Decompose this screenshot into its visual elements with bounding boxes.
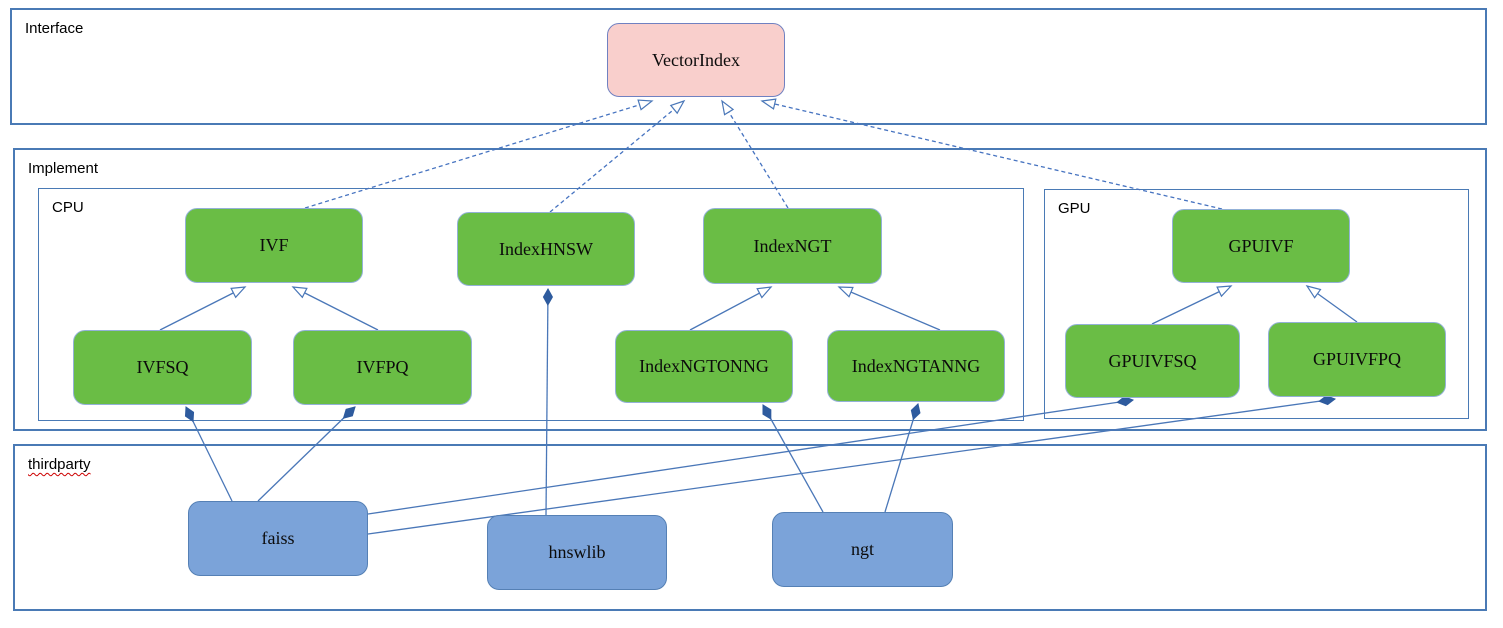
- node-indexngt-label: IndexNGT: [753, 235, 832, 256]
- cpu-container: CPU: [38, 188, 1024, 421]
- thirdparty-container: thirdparty: [13, 444, 1487, 611]
- node-gpuivfpq: GPUIVFPQ: [1268, 322, 1446, 397]
- edge-gpuivfpq-gpuivf: [1305, 285, 1358, 323]
- edge-indexngtanng-indexngt: [837, 286, 941, 331]
- node-gpuivfpq-label: GPUIVFPQ: [1312, 349, 1402, 369]
- edge-ivfpq-ivf: [291, 286, 379, 331]
- edge-faiss-ivfsq: [184, 406, 233, 502]
- edge-ngt-indexngtonng: [762, 404, 824, 513]
- edge-ivf-vectorindex: [304, 99, 654, 209]
- edge-faiss-gpuivfsq: [367, 396, 1135, 515]
- node-indexhnsw-label: IndexHNSW: [499, 238, 593, 259]
- node-vectorindex-label: VectorIndex: [652, 49, 740, 70]
- node-faiss: faiss: [188, 501, 368, 576]
- node-ivfsq: IVFSQ: [73, 330, 252, 405]
- node-gpuivfsq-label: GPUIVFSQ: [1108, 350, 1197, 371]
- edge-faiss-ivfpq: [257, 406, 356, 502]
- edge-gpuivf-vectorindex: [760, 98, 1223, 210]
- interface-container: Interface: [10, 8, 1487, 125]
- node-indexngt: IndexNGT: [703, 208, 882, 284]
- edge-gpuivfsq-gpuivf: [1151, 285, 1233, 325]
- edge-ivfsq-ivf: [159, 286, 247, 331]
- edge-ngt-indexngtanng: [884, 403, 921, 513]
- node-indexngtanng-label: IndexNGTANNG: [851, 355, 981, 376]
- implement-container-label: Implement: [28, 160, 99, 177]
- node-hnswlib: hnswlib: [487, 515, 667, 590]
- implement-container: Implement: [13, 148, 1487, 431]
- node-ivfsq-label: IVFSQ: [136, 357, 189, 377]
- node-gpuivfsq: GPUIVFSQ: [1065, 324, 1240, 398]
- edge-indexhnsw-vectorindex: [549, 99, 686, 213]
- node-indexngtonng-label: IndexNGTONNG: [639, 356, 769, 376]
- interface-container-label: Interface: [25, 20, 84, 37]
- node-hnswlib-label: hnswlib: [548, 542, 606, 562]
- node-ivf: IVF: [185, 208, 363, 283]
- node-indexngtanng: IndexNGTANNG: [827, 330, 1005, 402]
- node-gpuivf: GPUIVF: [1172, 209, 1350, 283]
- node-vectorindex: VectorIndex: [607, 23, 785, 97]
- edge-faiss-gpuivfpq: [367, 395, 1337, 535]
- edge-indexngt-vectorindex: [721, 99, 789, 209]
- node-ivfpq-label: IVFPQ: [356, 357, 409, 377]
- node-indexhnsw: IndexHNSW: [457, 212, 635, 286]
- gpu-container: GPU: [1044, 189, 1469, 419]
- edge-hnswlib-indexhnsw: [542, 287, 554, 516]
- edge-indexngtonng-indexngt: [689, 286, 773, 331]
- thirdparty-container-label: thirdparty: [28, 456, 91, 473]
- node-gpuivf-label: GPUIVF: [1228, 235, 1294, 256]
- node-ngt: ngt: [772, 512, 953, 587]
- node-faiss-label: faiss: [261, 528, 295, 548]
- gpu-container-label: GPU: [1058, 200, 1091, 217]
- node-ngt-label: ngt: [850, 539, 874, 559]
- node-ivfpq: IVFPQ: [293, 330, 472, 405]
- node-indexngtonng: IndexNGTONNG: [615, 330, 793, 403]
- cpu-container-label: CPU: [52, 199, 84, 216]
- node-ivf-label: IVF: [259, 235, 289, 255]
